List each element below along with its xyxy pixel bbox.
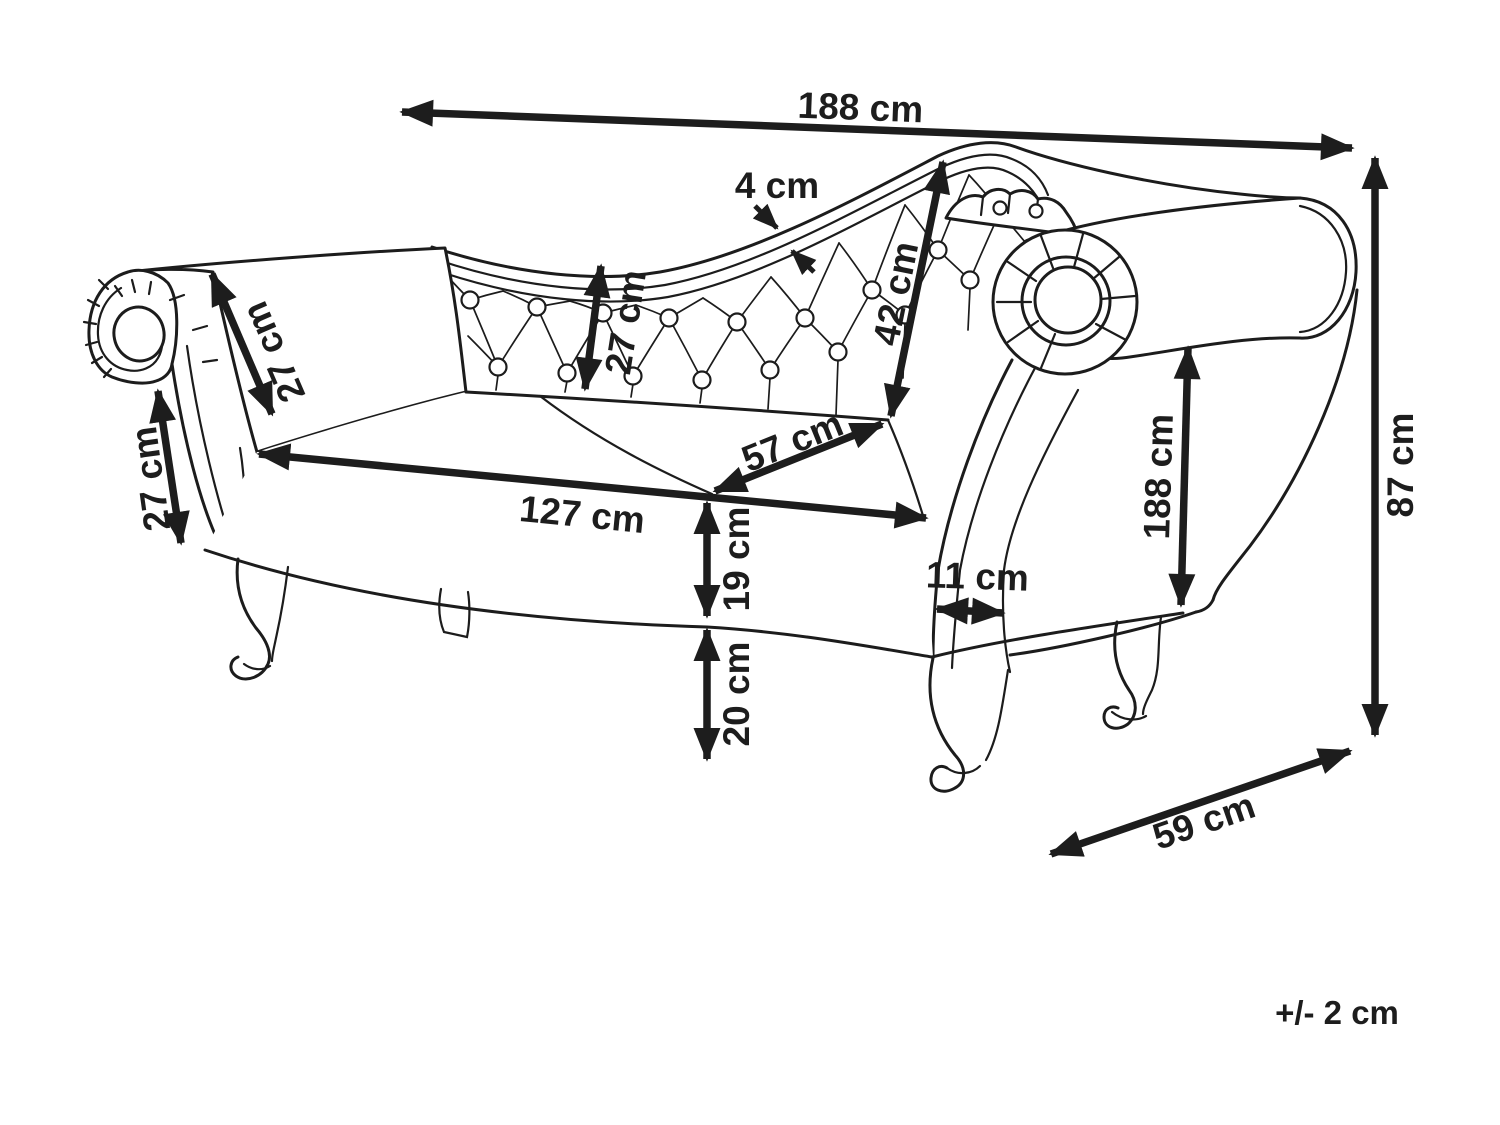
tolerance-note: +/- 2 cm [1275, 994, 1399, 1031]
right-arm-front-edge [931, 358, 1080, 674]
dim-backrest-height: 27 cm [575, 263, 654, 392]
dim-backrest-trim: 4 cm [735, 165, 819, 276]
right-arm-scroll [991, 228, 1139, 376]
dimension-label-armrest-front-height: 27 cm [123, 424, 178, 534]
dim-overall-depth: 59 cm [1048, 747, 1353, 858]
dim-side-length: 188 cm [1136, 345, 1201, 608]
dimension-label-overall-depth: 59 cm [1148, 785, 1261, 858]
dimension-label-backrest-height: 27 cm [597, 267, 654, 377]
dimension-label-side-length: 188 cm [1136, 413, 1181, 540]
dimension-label-seat-frame-height: 19 cm [716, 507, 757, 612]
dimension-label-overall-height: 87 cm [1380, 413, 1421, 518]
dim-armrest-front-height: 27 cm [123, 388, 190, 546]
legs [229, 557, 1163, 793]
dimension-label-leg-height: 20 cm [716, 642, 757, 747]
dim-seat-frame-height: 19 cm [693, 500, 757, 619]
dim-leg-height: 20 cm [693, 627, 757, 762]
dimension-label-arm-front-width: 11 cm [925, 554, 1029, 599]
dim-overall-width-top: 188 cm [399, 85, 1355, 161]
right-side-panel [1008, 288, 1359, 657]
left-arm-scroll [82, 268, 247, 562]
dim-overall-height: 87 cm [1361, 155, 1421, 738]
dimension-label-backrest-trim: 4 cm [735, 165, 819, 206]
dimension-label-overall-width: 188 cm [797, 85, 924, 131]
backrest-tufting [447, 174, 1040, 416]
dim-arm-front-width: 11 cm [925, 554, 1030, 625]
